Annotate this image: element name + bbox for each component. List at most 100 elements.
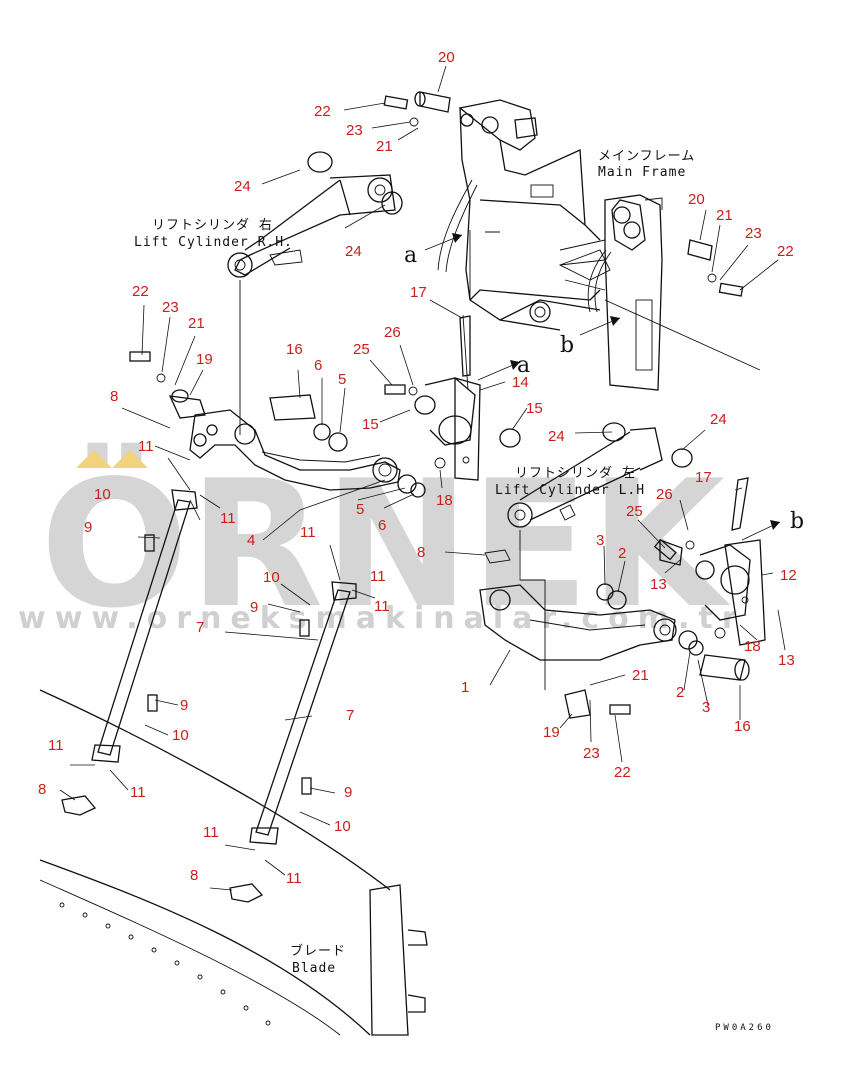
callout: 18 (436, 492, 453, 509)
callout: 16 (734, 718, 751, 735)
lift-cylinder-rh-label-jp: リフトシリンダ 右 (152, 218, 273, 233)
callout: 11 (138, 438, 154, 455)
bracket-14 (414, 314, 521, 481)
callout: 1 (461, 679, 469, 696)
lift-cylinder-rh-label-en: Lift Cylinder R.H. (134, 235, 293, 250)
callout: 2 (676, 684, 684, 701)
main-frame-label-en: Main Frame (598, 165, 686, 180)
callout: 23 (346, 122, 363, 139)
callout: 7 (196, 619, 204, 636)
arrow-b-lower: b (790, 509, 804, 534)
callout: 8 (190, 867, 198, 884)
callout: 17 (410, 284, 427, 301)
callout: 5 (338, 371, 346, 388)
callout: 21 (188, 315, 205, 332)
direction-arrows: a a b b (404, 233, 804, 541)
callout: 9 (344, 784, 352, 801)
callout: 9 (250, 599, 258, 616)
callout: 10 (172, 727, 189, 744)
callout: 11 (220, 510, 236, 527)
callout: 9 (180, 697, 188, 714)
arrow-b-upper: b (560, 333, 574, 358)
blade-bolt-holes (59, 902, 271, 1026)
frame-4 (168, 389, 426, 498)
callout: 11 (300, 524, 316, 541)
hardware (129, 91, 744, 795)
callout: 18 (744, 638, 761, 655)
callout: 15 (362, 416, 379, 433)
callout: 22 (132, 283, 149, 300)
callout: 2 (618, 545, 626, 562)
callout: 25 (626, 503, 643, 520)
watermark: ÖRNEK www.orneksmakinalar.com.tr (18, 442, 746, 647)
callout: 21 (376, 138, 393, 155)
callout: 10 (263, 569, 280, 586)
callout: 24 (548, 428, 565, 445)
lift-cylinder-lh-label-en: Lift Cylinder L.H (495, 483, 645, 498)
watermark-accent-right (112, 450, 148, 468)
main-frame (437, 99, 761, 391)
lift-cylinder-lh-label-jp: リフトシリンダ 左 (515, 466, 636, 481)
callout: 26 (656, 486, 673, 503)
callout: 16 (286, 341, 303, 358)
callout: 3 (702, 699, 710, 716)
callout: 21 (632, 667, 649, 684)
callout: 13 (650, 576, 667, 593)
watermark-accent-left (76, 450, 112, 468)
callout: 11 (374, 598, 390, 615)
callout: 20 (688, 191, 705, 208)
arrow-a-lower: a (517, 353, 530, 378)
blade (39, 689, 428, 1036)
callout: 11 (286, 870, 302, 887)
callout: 25 (353, 341, 370, 358)
blade-label-jp: ブレード (290, 943, 346, 959)
callout: 22 (314, 103, 331, 120)
callout: 20 (438, 49, 455, 66)
callout: 12 (780, 567, 797, 584)
component-labels: メインフレーム Main Frame リフトシリンダ 右 Lift Cylind… (134, 149, 774, 1033)
callout: 9 (84, 519, 92, 536)
callout: 17 (695, 469, 712, 486)
callout: 5 (356, 501, 364, 518)
callout: 21 (716, 207, 733, 224)
callout: 24 (710, 411, 727, 428)
lift-cylinder-rh (227, 151, 403, 435)
callout: 15 (526, 400, 543, 417)
callout: 22 (614, 764, 631, 781)
part-callouts: 20 22 23 21 24 24 20 21 23 22 17 26 25 1… (38, 49, 797, 887)
brace-7-left (61, 489, 198, 816)
callout: 13 (778, 652, 795, 669)
callout: 10 (94, 486, 111, 503)
callout: 10 (334, 818, 351, 835)
callout: 11 (130, 784, 146, 801)
callout: 24 (345, 243, 362, 260)
callout: 6 (314, 357, 322, 374)
callout: 26 (384, 324, 401, 341)
callout: 3 (596, 532, 604, 549)
callout: 4 (247, 532, 255, 549)
callout: 23 (583, 745, 600, 762)
callout: 8 (38, 781, 46, 798)
watermark-url: www.orneksmakinalar.com.tr (18, 601, 746, 636)
callout: 24 (234, 178, 251, 195)
callout: 22 (777, 243, 794, 260)
blade-label-en: Blade (292, 961, 336, 976)
brace-7-right (229, 549, 511, 903)
arrow-a-upper-head (452, 233, 462, 243)
main-frame-label-jp: メインフレーム (598, 149, 695, 164)
arrow-a-upper: a (404, 243, 417, 268)
callout: 11 (48, 737, 64, 754)
callout: 11 (203, 824, 219, 841)
callout: 8 (110, 388, 118, 405)
callout: 19 (196, 351, 213, 368)
callout: 23 (745, 225, 762, 242)
arrow-b-upper-head (610, 316, 620, 326)
callout: 23 (162, 299, 179, 316)
drawing-code: PW0A260 (715, 1023, 774, 1033)
leader-lines (59, 65, 786, 891)
arrow-b-lower-head (770, 520, 780, 530)
callout: 11 (370, 568, 386, 585)
callout: 19 (543, 724, 560, 741)
callout: 8 (417, 544, 425, 561)
